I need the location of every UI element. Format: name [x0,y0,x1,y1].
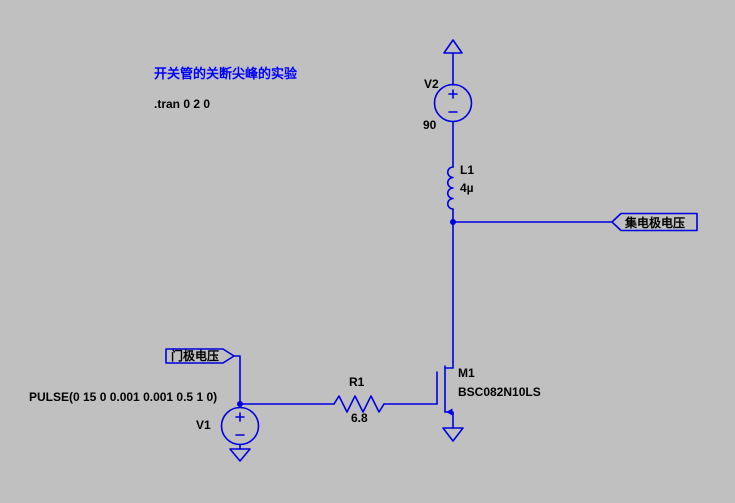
l1-value-label[interactable]: 4µ [460,181,474,195]
r1-designator-label[interactable]: R1 [349,375,365,389]
spice-directive[interactable]: .tran 0 2 0 [154,97,211,111]
v2-designator-label[interactable]: V2 [424,77,439,91]
nmos-arrow-icon [446,408,453,416]
collector-net-label[interactable]: 集电极电压 [624,215,685,230]
drain-lead [444,361,454,369]
resistor-r1[interactable] [333,395,385,413]
m1-designator-label[interactable]: M1 [458,366,475,380]
v1-value-label[interactable]: PULSE(0 15 0 0.001 0.001 0.5 1 0) [29,390,218,404]
ground-symbol-v1[interactable] [229,448,251,462]
plus-sign-icon [235,412,245,422]
junction-dot [450,219,456,225]
v2-value-label[interactable]: 90 [423,118,437,132]
m1-value-label[interactable]: BSC082N10LS [458,385,541,399]
voltage-source-v2[interactable] [433,83,473,123]
v1-designator-label[interactable]: V1 [196,418,211,432]
r1-value-label[interactable]: 6.8 [351,411,368,425]
net-flag-collector[interactable] [611,212,698,232]
comment-text[interactable]: 开关管的关断尖峰的实验 [154,66,298,81]
l1-designator-label[interactable]: L1 [460,163,475,177]
plus-sign-icon [448,89,458,99]
wire-gateflag-to-v1[interactable] [233,355,241,405]
ground-symbol-m1[interactable] [442,427,464,442]
inductor-l1[interactable] [447,166,454,210]
junction-dot [237,401,243,407]
nmos-m1[interactable] [436,361,454,429]
voltage-source-v1[interactable] [220,403,260,450]
power-arrow-icon[interactable] [443,39,463,54]
net-flag-gate[interactable] [165,348,235,364]
gate-net-label[interactable]: 门极电压 [170,349,219,363]
